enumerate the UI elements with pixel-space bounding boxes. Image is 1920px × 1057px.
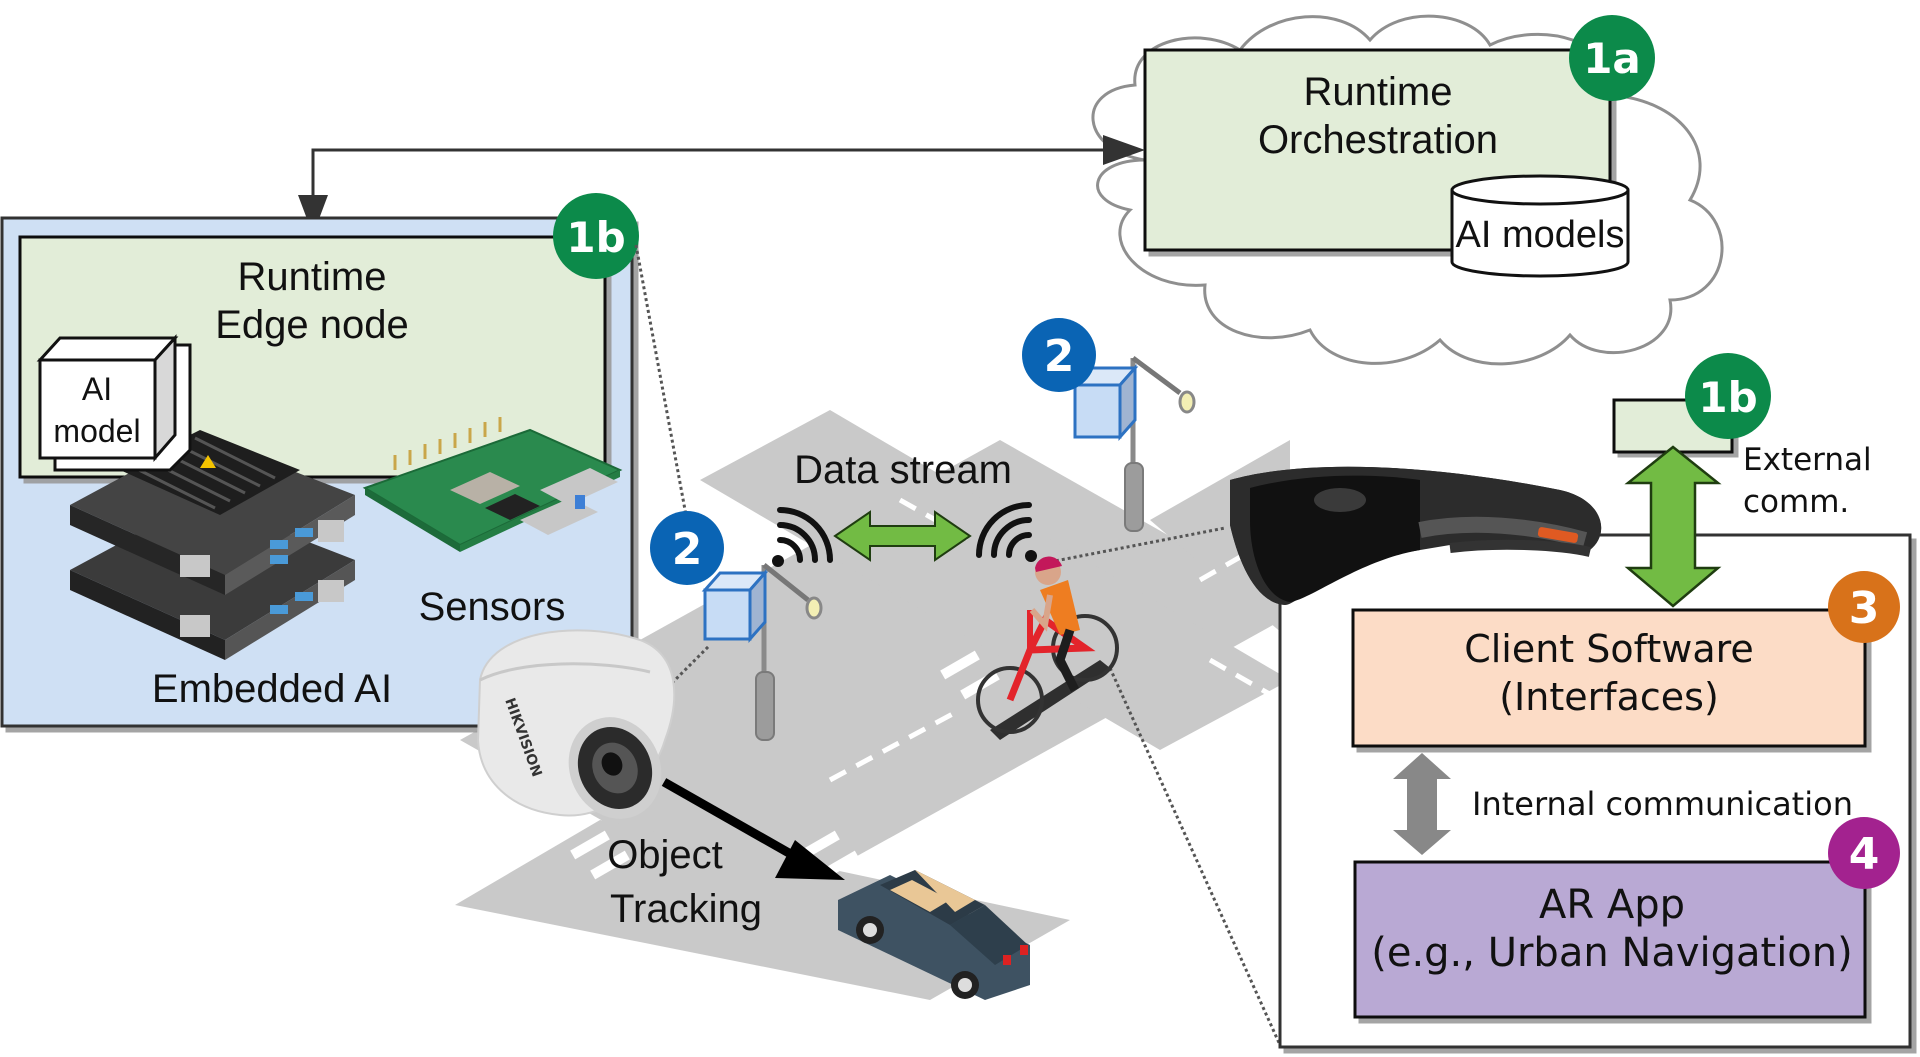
arrowhead-to-cloud <box>1103 135 1145 165</box>
badge-1b-edge: 1b <box>553 193 639 279</box>
orchestration-title-line2: Orchestration <box>1258 118 1498 162</box>
object-tracking-line2: Tracking <box>610 887 762 931</box>
badge-4: 4 <box>1828 817 1900 889</box>
edge-title-line1: Runtime <box>238 255 387 299</box>
ai-models-label: AI models <box>1456 214 1625 256</box>
svg-text:1a: 1a <box>1583 34 1641 83</box>
street-sensor-left[interactable] <box>701 563 823 741</box>
internal-comm-arrow <box>1393 753 1451 855</box>
edge-title-line2: Edge node <box>215 303 409 347</box>
badge-1a: 1a <box>1569 15 1655 101</box>
badge-2-right: 2 <box>1022 318 1096 392</box>
internal-comm-label: Internal communication <box>1472 785 1853 823</box>
client-software-line2: (Interfaces) <box>1499 675 1719 719</box>
ai-model-line1: AI <box>82 371 112 407</box>
wifi-icon-left <box>772 507 833 567</box>
external-comm-line1: External <box>1743 442 1872 478</box>
badge-1b-device: 1b <box>1685 353 1771 439</box>
svg-text:4: 4 <box>1849 829 1880 880</box>
client-software-box[interactable]: Client Software (Interfaces) <box>1351 608 1867 748</box>
orchestration-title-line1: Runtime <box>1304 70 1453 114</box>
data-stream-double-arrow <box>833 510 972 562</box>
data-stream-label: Data stream <box>794 448 1012 492</box>
road-main <box>460 440 1300 910</box>
runtime-orchestration[interactable]: Runtime Orchestration <box>1143 48 1612 252</box>
external-comm-line2: comm. <box>1743 484 1849 520</box>
raspberry-pi-sensor-icon <box>362 417 623 552</box>
ar-app-box[interactable]: AR App (e.g., Urban Navigation) <box>1353 860 1867 1019</box>
car-icon <box>838 870 1030 1000</box>
road-network <box>455 410 1300 1000</box>
svg-text:3: 3 <box>1849 583 1880 634</box>
external-comm-arrow <box>1624 445 1722 608</box>
road-cross <box>700 410 1290 750</box>
ar-app-line1: AR App <box>1539 882 1685 928</box>
edge-cloud-connector <box>298 135 1145 235</box>
object-tracking-line1: Object <box>607 833 723 877</box>
svg-text:2: 2 <box>672 524 703 575</box>
dome-camera-icon[interactable]: HIKVISION <box>476 629 678 834</box>
ar-headset-overlay <box>1230 466 1602 605</box>
ai-models-database[interactable]: AI models <box>1450 174 1630 278</box>
embedded-ai-label: Embedded AI <box>152 667 392 711</box>
svg-text:1b: 1b <box>1698 373 1757 422</box>
wifi-icon-right <box>976 502 1037 562</box>
svg-text:2: 2 <box>1044 331 1075 382</box>
badge-3: 3 <box>1828 571 1900 643</box>
ai-model-line2: model <box>53 413 140 449</box>
svg-text:1b: 1b <box>566 213 625 262</box>
ar-app-line2: (e.g., Urban Navigation) <box>1371 930 1853 976</box>
client-software-line1: Client Software <box>1464 627 1754 671</box>
sensors-label: Sensors <box>419 585 566 629</box>
ai-model-cube-icon[interactable]: AI model <box>36 334 192 472</box>
badge-2-left: 2 <box>650 511 724 585</box>
arrowhead-to-edge <box>298 195 328 235</box>
object-tracking-arrow <box>661 778 845 880</box>
cyclist-icon <box>976 556 1119 740</box>
